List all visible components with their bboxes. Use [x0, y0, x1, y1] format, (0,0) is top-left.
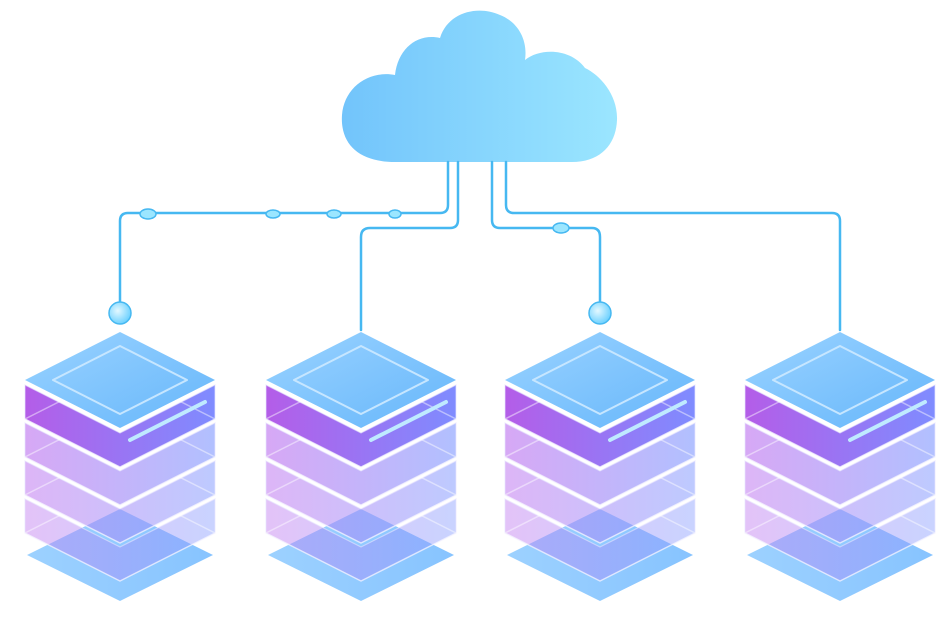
- wire-to-server-1: [118, 160, 450, 314]
- server-layer: [744, 498, 936, 582]
- wire-bead: [139, 208, 157, 220]
- server-top-face: [266, 332, 456, 428]
- server-light-slot: [848, 400, 927, 442]
- server-layer: [504, 498, 696, 582]
- server-light-slot: [608, 400, 687, 442]
- server-layer-edge: [264, 446, 458, 544]
- server-layer-edge: [503, 484, 697, 582]
- connection-wires: [118, 160, 842, 332]
- server-top-panel: [52, 345, 188, 415]
- wire-bead: [552, 222, 570, 234]
- wire-bead: [388, 209, 402, 219]
- server-layer-edge: [743, 446, 937, 544]
- server-layer: [744, 460, 936, 544]
- server-layer: [24, 460, 216, 544]
- server-layer: [504, 384, 696, 468]
- server-layer-edge: [743, 484, 937, 582]
- connector-node: [588, 301, 612, 325]
- wire-bead: [326, 209, 342, 219]
- server-layer-edge: [264, 408, 458, 506]
- server-layer: [24, 422, 216, 506]
- server-layer: [265, 460, 457, 544]
- wire-to-server-4: [504, 160, 842, 332]
- server-stacks: [23, 332, 937, 601]
- server-layer-edge: [23, 408, 217, 506]
- connector-nodes: [108, 301, 612, 325]
- server-layer: [744, 384, 936, 468]
- server-stack-icon: [503, 332, 697, 601]
- connector-node: [108, 301, 132, 325]
- server-layer: [744, 422, 936, 506]
- server-top-panel: [532, 345, 668, 415]
- cloud-icon: [341, 10, 618, 162]
- wire-to-server-2: [359, 160, 460, 332]
- server-layer-edge: [23, 370, 217, 468]
- server-stack-icon: [264, 332, 458, 601]
- server-light-slot: [128, 400, 207, 442]
- server-layer-edge: [503, 446, 697, 544]
- server-top-panel: [293, 345, 429, 415]
- server-top-face: [505, 332, 695, 428]
- server-layer-edge: [23, 446, 217, 544]
- server-layer: [265, 422, 457, 506]
- server-layer-edge: [264, 484, 458, 582]
- wire-beads: [139, 208, 570, 234]
- server-layer-edge: [23, 484, 217, 582]
- server-light-slot: [369, 400, 448, 442]
- server-layer-edge: [743, 370, 937, 468]
- server-layer: [504, 422, 696, 506]
- server-layer: [24, 498, 216, 582]
- server-top-face: [745, 332, 935, 428]
- server-layer-edge: [743, 408, 937, 506]
- server-layer-edge: [503, 408, 697, 506]
- wire-to-server-3: [490, 160, 602, 314]
- server-layer: [504, 460, 696, 544]
- server-layer-edge: [503, 370, 697, 468]
- server-stack-icon: [23, 332, 217, 601]
- server-top-face: [25, 332, 215, 428]
- server-layer: [265, 498, 457, 582]
- server-stack-icon: [743, 332, 937, 601]
- server-layer-edge: [264, 370, 458, 468]
- wire-bead: [265, 209, 281, 219]
- server-layer: [265, 384, 457, 468]
- server-layer: [24, 384, 216, 468]
- server-top-panel: [772, 345, 908, 415]
